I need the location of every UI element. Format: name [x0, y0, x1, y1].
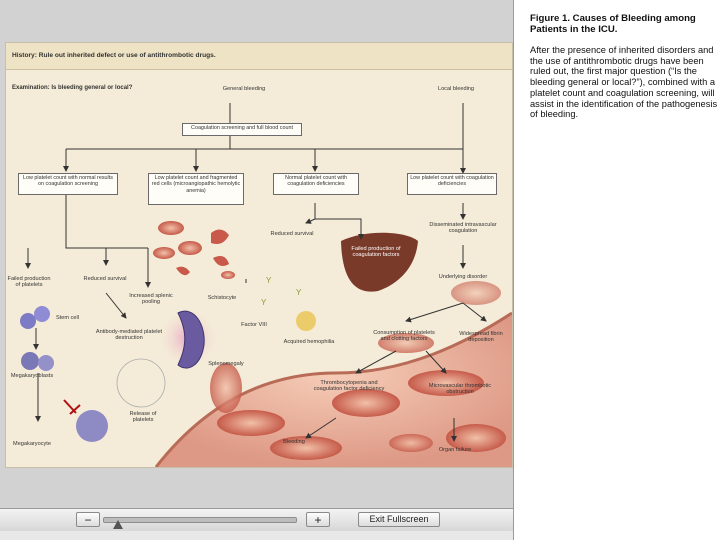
figure-title: Figure 1. Causes of Bleeding among Patie… [530, 13, 696, 35]
examination-text: Examination: Is bleeding general or loca… [12, 85, 133, 91]
acquired-hemophilia-label: Acquired hemophilia [283, 339, 335, 345]
red-cell [210, 363, 242, 413]
stem-cell [20, 313, 36, 329]
consumption-label: Consumption of platelets and clotting fa… [373, 330, 435, 343]
reduced-survival-label: Reduced survival [83, 276, 127, 282]
general-bleeding-label: General bleeding [222, 86, 266, 92]
history-banner: History: Rule out inherited defect or us… [6, 43, 512, 70]
low-platelet-coag-box: Low platelet count with coagulation defi… [407, 173, 497, 195]
stem-cell-label: Stem cell [56, 315, 80, 321]
svg-text:Y: Y [266, 276, 272, 285]
megakaryoblast [21, 352, 39, 370]
zoom-in-button[interactable]: + [306, 512, 330, 527]
figure-caption: After the presence of inherited disorder… [530, 45, 718, 120]
red-cell [158, 221, 184, 235]
bleeding-label: Bleeding [283, 439, 305, 445]
underlying-disorder-label: Underlying disorder [438, 274, 488, 280]
connector [462, 302, 487, 322]
connector [355, 350, 397, 374]
connector [425, 350, 447, 374]
red-cell [389, 434, 433, 452]
low-platelet-normal-box: Low platelet count with normal results o… [18, 173, 118, 195]
flowchart-art: Y Y Y [20, 103, 512, 467]
inhibition-mark [69, 404, 81, 415]
figure-image: History: Rule out inherited defect or us… [5, 42, 513, 468]
dic-label: Disseminated intravascular coagulation [429, 222, 497, 235]
zoom-slider-track[interactable] [103, 517, 297, 523]
connector [305, 203, 316, 224]
red-cell [446, 424, 506, 452]
red-cell [408, 370, 484, 396]
schistocyte [213, 256, 229, 266]
low-platelet-fragmented-box: Low platelet count and fragmented red ce… [148, 173, 244, 205]
stem-cell [34, 306, 50, 322]
local-bleeding-label: Local bleeding [437, 86, 475, 92]
connector [105, 292, 127, 319]
red-cell [451, 281, 501, 305]
svg-text:Y: Y [296, 288, 302, 297]
exit-fullscreen-button[interactable]: Exit Fullscreen [358, 512, 440, 527]
viewer-toolbar: − + Exit Fullscreen [0, 508, 513, 532]
document-viewer: History: Rule out inherited defect or us… [0, 0, 514, 540]
thrombocytopenia-label: Thrombocytopenia and coagulation factor … [313, 380, 385, 393]
failed-coag-factors-label: Failed production of coagulation factors [351, 246, 401, 259]
microvascular-obstruction-label: Microvascular thrombotic obstruction [428, 383, 492, 396]
factor-viii-cluster [296, 311, 316, 331]
schistocyte [176, 266, 190, 276]
reduced-survival-coag-label: Reduced survival [270, 231, 314, 237]
splenomegaly-label: Splenomegaly [208, 361, 244, 367]
red-cell [332, 389, 400, 417]
spleen [177, 310, 205, 369]
zoom-out-button[interactable]: − [76, 512, 100, 527]
connector [65, 195, 148, 249]
connector [315, 218, 364, 240]
platelets-circle [116, 358, 166, 408]
bottom-strip [0, 531, 513, 540]
history-text: History: Rule out inherited defect or us… [12, 52, 216, 59]
increased-splenic-pooling-label: Increased splenic pooling [129, 293, 173, 306]
connector [405, 302, 464, 323]
connector [305, 417, 337, 439]
red-cell [217, 410, 285, 436]
red-cell [178, 241, 202, 255]
blood-vessel-wall [154, 311, 512, 467]
megakaryocyte-label: Megakaryocyte [13, 441, 51, 447]
zoom-slider-thumb[interactable] [112, 520, 123, 529]
megakaryocyte [76, 410, 108, 442]
megakaryoblast [38, 355, 54, 371]
organ-failure-label: Organ failure [438, 447, 472, 453]
red-cell [221, 271, 235, 279]
normal-platelet-box: Normal platelet count with coagulation d… [273, 173, 359, 195]
antibody-destruction-label: Antibody-mediated platelet destruction [95, 329, 163, 342]
red-cell [153, 247, 175, 259]
schistocyte [211, 229, 229, 244]
red-cell [270, 436, 342, 460]
coagulation-screening-box: Coagulation screening and full blood cou… [182, 123, 302, 136]
fibrin-deposition-label: Widespread fibrin deposition [459, 331, 503, 344]
megakaryoblasts-label: Megakaryoblasts [10, 373, 54, 379]
failed-production-platelets-label: Failed production of platelets [7, 276, 51, 289]
factor-viii-label: Factor VIII [241, 322, 267, 328]
release-platelets-label: Release of platelets [129, 411, 157, 424]
liver [341, 232, 418, 292]
connector [66, 247, 109, 266]
schistocyte-label: Schistocyte [207, 295, 237, 301]
caption-panel: Figure 1. Causes of Bleeding among Patie… [514, 0, 720, 540]
red-cell [378, 333, 434, 353]
svg-text:Y: Y [261, 298, 267, 307]
